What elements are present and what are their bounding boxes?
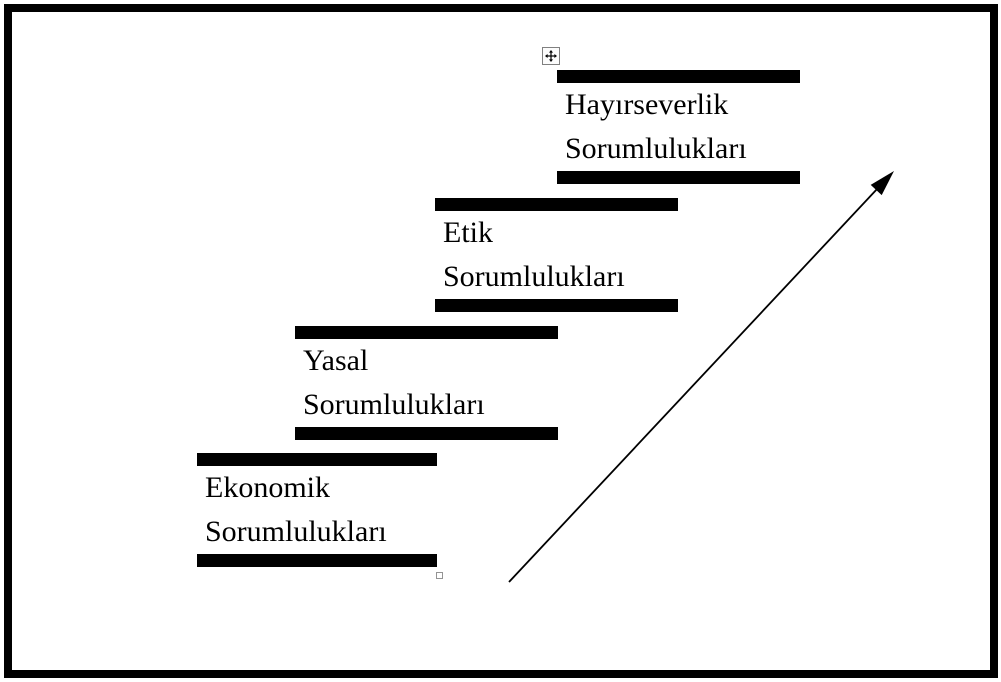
step-label-line1: Hayırseverlik (565, 88, 729, 121)
step-yasal: Yasal Sorumlulukları (295, 326, 558, 440)
step-top-bar (295, 326, 558, 339)
step-label-line2: Sorumlulukları (565, 132, 747, 165)
step-bottom-bar (557, 171, 800, 184)
step-etik: Etik Sorumlulukları (435, 198, 678, 312)
step-top-bar (197, 453, 437, 466)
object-resize-handle[interactable] (436, 572, 443, 579)
step-label-line1: Etik (443, 216, 493, 249)
step-label-line2: Sorumlulukları (303, 388, 485, 421)
step-bottom-bar (197, 554, 437, 567)
step-label-line1: Ekonomik (205, 471, 330, 504)
step-bottom-bar (295, 427, 558, 440)
step-label: Hayırseverlik Sorumlulukları (557, 83, 800, 171)
step-ekonomik: Ekonomik Sorumlulukları (197, 453, 437, 567)
step-label: Ekonomik Sorumlulukları (197, 466, 437, 554)
step-top-bar (557, 70, 800, 83)
step-hayirseverlik: Hayırseverlik Sorumlulukları (557, 70, 800, 184)
object-move-handle[interactable] (542, 47, 560, 65)
step-label-line2: Sorumlulukları (205, 515, 387, 548)
step-label-line2: Sorumlulukları (443, 260, 625, 293)
move-cross-icon (545, 50, 557, 62)
step-label: Etik Sorumlulukları (435, 211, 678, 299)
step-label: Yasal Sorumlulukları (295, 339, 558, 427)
step-label-line1: Yasal (303, 344, 369, 377)
step-bottom-bar (435, 299, 678, 312)
step-top-bar (435, 198, 678, 211)
